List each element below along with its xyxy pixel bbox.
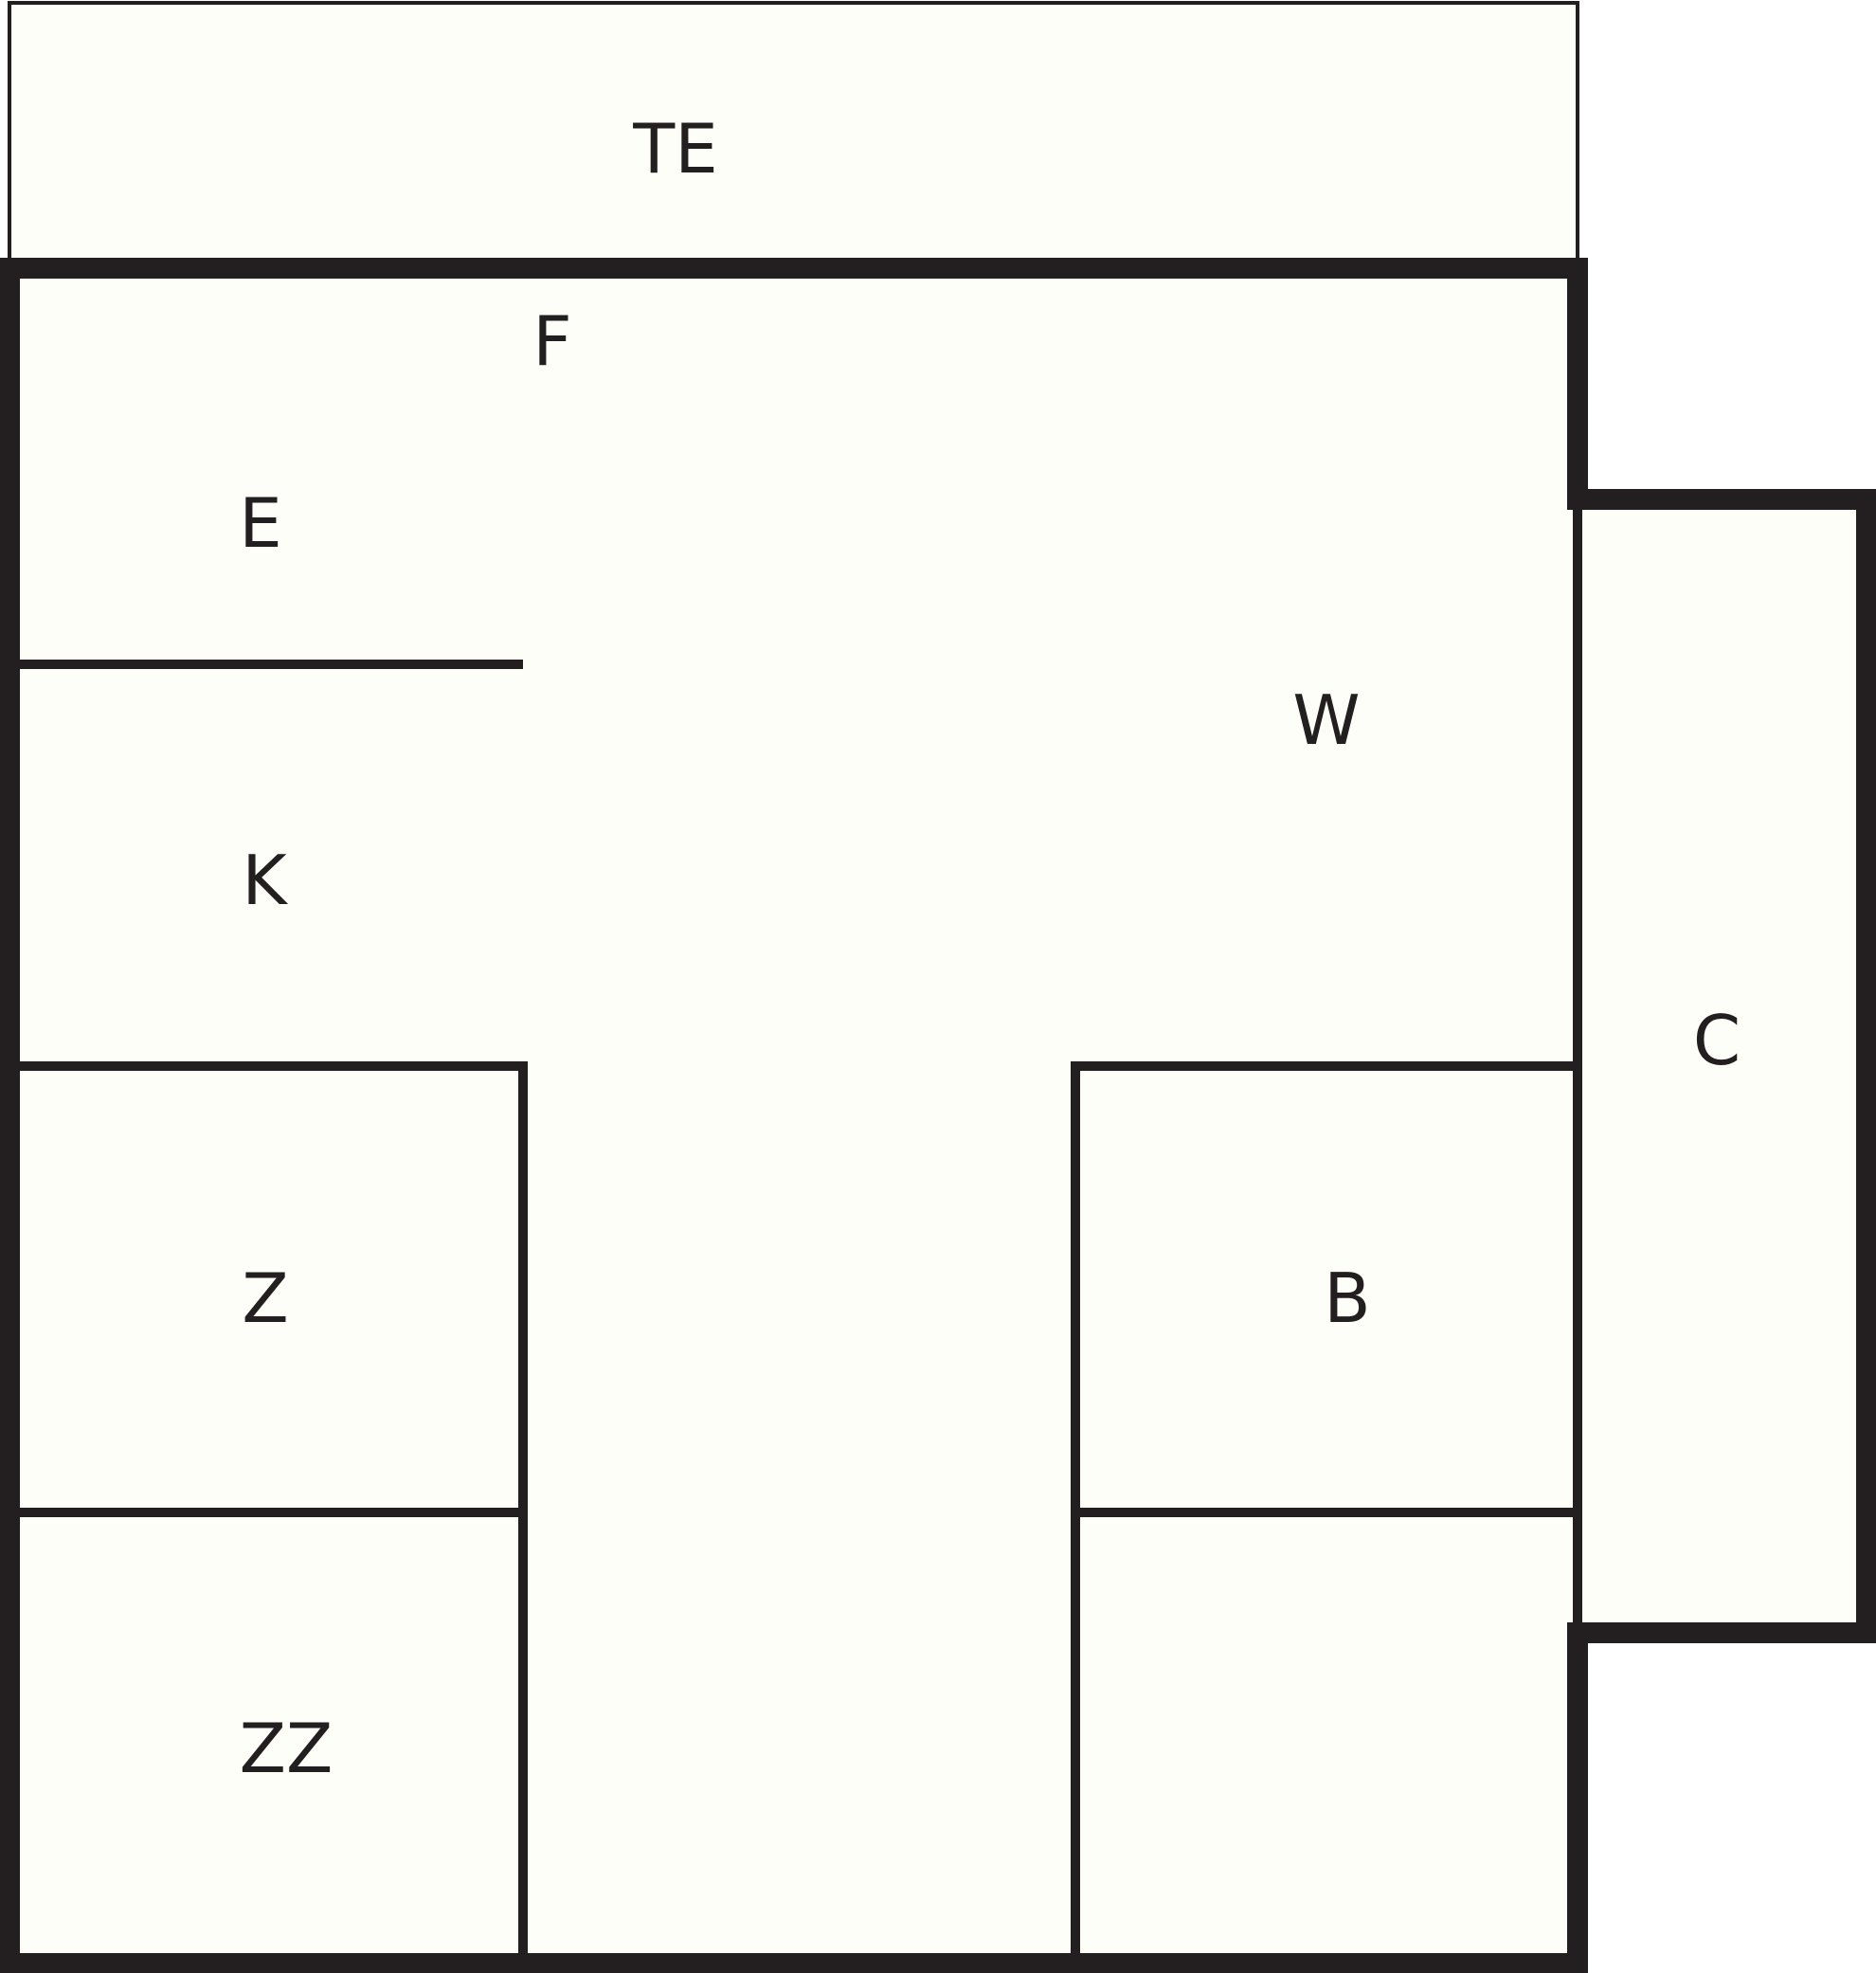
- room-label-b: B: [1324, 1258, 1370, 1338]
- outer-wall: [9, 258, 1588, 510]
- outer-wall-left: [0, 258, 1588, 1973]
- wall-k-z: [9, 1061, 528, 1964]
- room-label-k: K: [242, 841, 288, 920]
- room-label-f: F: [532, 301, 571, 381]
- room-label-zz: ZZ: [240, 1709, 334, 1788]
- main-floor-fill: [9, 268, 1578, 1964]
- wall-w-b: [1071, 1061, 1578, 1964]
- room-label-te: TE: [632, 109, 717, 189]
- room-label-z: Z: [242, 1258, 288, 1338]
- terrace-fill: [9, 3, 1578, 268]
- room-label-w: W: [1292, 680, 1360, 760]
- room-c-fill: [1578, 499, 1867, 1633]
- room-c-outer-wall: [1567, 489, 1876, 1643]
- room-label-c: C: [1693, 1001, 1741, 1080]
- room-label-e: E: [239, 483, 282, 563]
